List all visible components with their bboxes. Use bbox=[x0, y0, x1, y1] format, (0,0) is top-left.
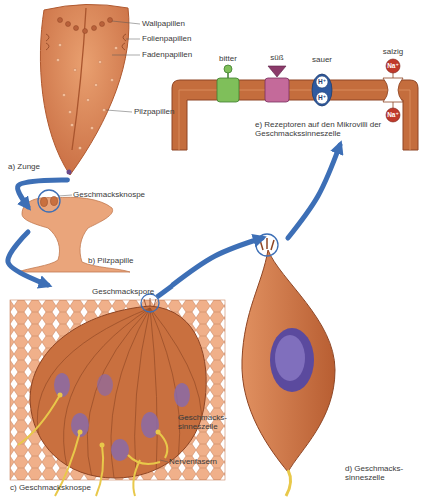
bitter-receptor-site bbox=[224, 65, 232, 73]
zoom-arrow bbox=[288, 145, 340, 238]
fungiform-papilla bbox=[73, 68, 76, 71]
panel-caption: e) Rezeptoren auf den Mikrovilli der Ges… bbox=[255, 120, 395, 138]
fungiform-papilla bbox=[98, 60, 101, 63]
nerve-ending bbox=[156, 430, 161, 435]
panel-caption: d) Geschmacks- sinneszelle bbox=[345, 464, 411, 482]
salt-channel bbox=[383, 78, 403, 102]
fungiform-papilla bbox=[78, 146, 81, 149]
vallate-papilla bbox=[100, 22, 105, 27]
sour-channel bbox=[312, 74, 332, 106]
part-label: Pilzpapillen bbox=[134, 107, 214, 116]
taste-label: bitter bbox=[208, 54, 248, 63]
microvillus-membrane bbox=[172, 80, 418, 150]
zoom-arrow bbox=[173, 238, 262, 285]
cell-nucleus bbox=[111, 439, 129, 461]
part-label: Folienpapillen bbox=[142, 34, 222, 43]
vallate-papilla bbox=[108, 18, 113, 23]
microvilli bbox=[260, 238, 274, 250]
ion-symbol: Na⁺ bbox=[383, 112, 403, 119]
part-label: Fadenpapillen bbox=[142, 50, 222, 59]
figure-panel: e) Rezeptoren auf den Mikrovilli der Ges… bbox=[165, 50, 420, 145]
epithelium bbox=[10, 300, 225, 480]
figure-panel: b) Pilzpapille bbox=[28, 190, 148, 274]
cell-nucleus bbox=[270, 328, 314, 392]
fungiform-papilla bbox=[110, 78, 113, 81]
panel-caption: b) Pilzpapille bbox=[88, 256, 150, 265]
ion-symbol: H⁺ bbox=[312, 79, 332, 86]
fungiform-papilla bbox=[94, 83, 97, 86]
ion-symbol: Na⁺ bbox=[383, 63, 403, 70]
sweet-receptor-site bbox=[268, 66, 286, 77]
vallate-papilla bbox=[83, 29, 88, 34]
fungiform-papilla bbox=[68, 110, 71, 113]
highlight-circle bbox=[141, 294, 159, 312]
fungiform-papilla bbox=[70, 123, 73, 126]
tongue bbox=[40, 4, 129, 175]
figure-panel: d) Geschmacks- sinneszelle bbox=[235, 238, 420, 498]
nerve-ending bbox=[100, 443, 105, 448]
cell-nucleus bbox=[141, 412, 159, 438]
leader-line bbox=[106, 21, 140, 112]
nerve-fiber bbox=[286, 470, 291, 496]
membrane-line bbox=[179, 90, 410, 150]
vallate-papilla bbox=[92, 26, 97, 31]
vallate-papilla bbox=[74, 26, 79, 31]
nerve-ending bbox=[58, 393, 63, 398]
vallate-papilla bbox=[58, 18, 63, 23]
receptor-cell bbox=[242, 250, 335, 472]
taste-bud-small bbox=[41, 198, 48, 207]
figure-panel: a) Zunge bbox=[5, 2, 135, 180]
taste-bud-small bbox=[51, 197, 58, 206]
taste-label: salzig bbox=[373, 47, 413, 56]
zoom-arrow bbox=[8, 232, 48, 285]
ion-path bbox=[393, 73, 394, 108]
zoom-arrow bbox=[18, 180, 68, 207]
fungiform-papilla bbox=[102, 108, 105, 111]
fungiform-papilla bbox=[56, 58, 59, 61]
fungiform-papilla bbox=[114, 46, 117, 49]
part-label: Geschmacksknospe bbox=[73, 190, 163, 199]
cell-nucleus bbox=[54, 373, 70, 397]
fungiform-papilla bbox=[58, 43, 61, 46]
panel-caption: c) Geschmacksknospe bbox=[10, 483, 130, 492]
highlight-circle bbox=[256, 234, 278, 256]
tongue-tip-mark bbox=[67, 170, 72, 175]
part-label: Geschmacks- sinneszelle bbox=[178, 413, 230, 431]
part-label: Nervenfasern bbox=[169, 457, 225, 466]
bitter-receptor bbox=[217, 78, 239, 102]
ion-symbol: H⁺ bbox=[312, 95, 332, 102]
cell-nucleus bbox=[174, 383, 190, 407]
panel-caption: a) Zunge bbox=[8, 162, 68, 171]
pore-microvilli bbox=[144, 298, 156, 306]
cell-nucleus bbox=[71, 413, 89, 437]
cell-nucleus bbox=[97, 374, 113, 396]
part-label: Wallpapillen bbox=[142, 19, 222, 28]
cell-nucleus-inner bbox=[275, 335, 305, 381]
taste-bud bbox=[30, 306, 206, 478]
fungiform-papilla bbox=[90, 126, 93, 129]
highlight-circle bbox=[38, 190, 60, 212]
bud-cell-outline bbox=[37, 308, 201, 478]
leader-line bbox=[58, 195, 72, 196]
bud-stripes bbox=[37, 308, 201, 478]
nerve-fiber bbox=[18, 395, 167, 496]
taste-label: sauer bbox=[302, 55, 342, 64]
fungiform-papilla bbox=[86, 98, 89, 101]
taste-label: süß bbox=[257, 53, 297, 62]
vallate-papilla bbox=[66, 22, 71, 27]
part-label: Geschmackspore bbox=[92, 287, 162, 296]
nerve-ending bbox=[78, 430, 83, 435]
arrow-stub bbox=[157, 286, 172, 297]
foliate-papilla bbox=[46, 34, 126, 50]
sweet-receptor bbox=[265, 78, 289, 102]
fungiform-papilla bbox=[62, 93, 65, 96]
